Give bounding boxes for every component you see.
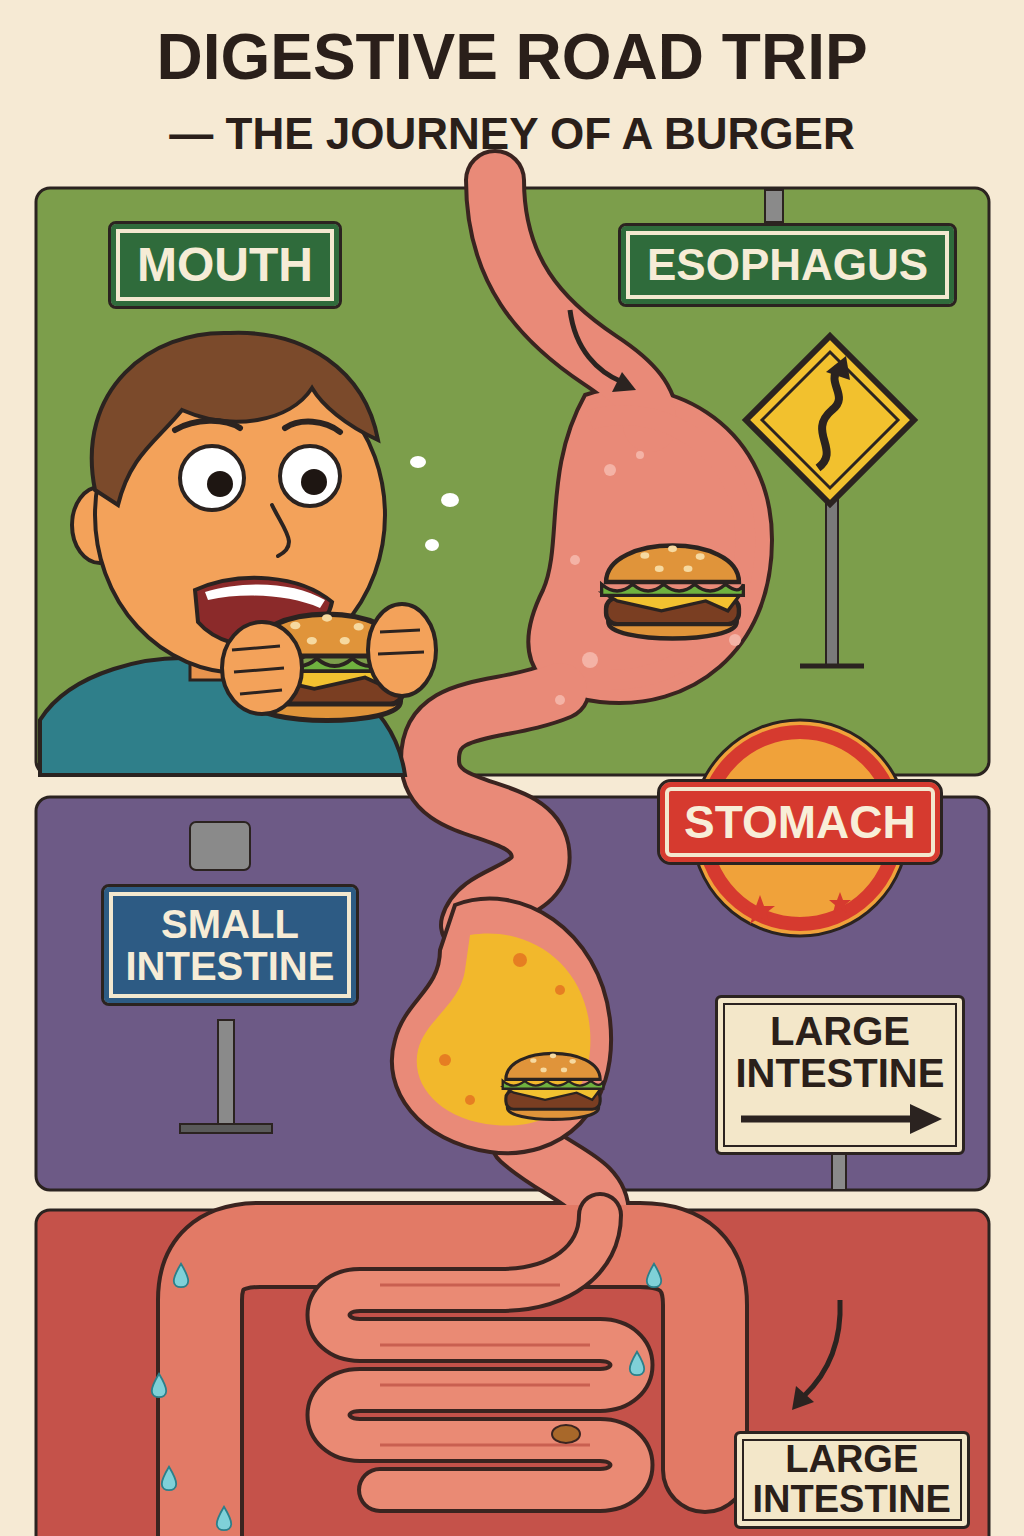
- curve-symbol: [818, 368, 839, 468]
- sign-text: STOMACH: [684, 798, 916, 846]
- bubble: [570, 555, 580, 565]
- teeth: [205, 584, 325, 608]
- sign-pole: [826, 480, 838, 666]
- sign-text: MOUTH: [137, 240, 313, 290]
- pouch-fill: [590, 415, 745, 680]
- small-intestine-outline: [329, 1215, 632, 1490]
- burger: [503, 1053, 604, 1119]
- eye: [280, 446, 340, 506]
- flow-arrow: [804, 1300, 840, 1396]
- stop-sign: STOMACH: [657, 779, 943, 865]
- flow-arrow-head: [792, 1386, 814, 1410]
- eye: [180, 446, 244, 510]
- road-sign: MOUTH: [108, 221, 342, 309]
- sign-text: LARGE INTESTINE: [736, 1010, 945, 1094]
- fingers: [232, 646, 284, 694]
- road-sign: ESOPHAGUS: [618, 223, 957, 307]
- intestine-panel: [36, 1210, 989, 1536]
- flow-arrow: [570, 310, 622, 382]
- crumb: [441, 493, 459, 507]
- crumb: [410, 456, 426, 468]
- direction-sign: LARGE INTESTINE: [715, 995, 966, 1155]
- star: [829, 892, 851, 913]
- sign-text: ESOPHAGUS: [647, 242, 928, 288]
- burger: [602, 546, 744, 639]
- title: DIGESTIVE ROAD TRIP: [0, 22, 1024, 92]
- eyebrow: [285, 422, 340, 432]
- water-drop: [647, 1264, 661, 1287]
- eyebrow: [175, 421, 240, 430]
- acid-bubble: [465, 1095, 475, 1105]
- acid-bubble: [555, 985, 565, 995]
- sign-post: [765, 190, 783, 222]
- sign-text: LARGE INTESTINE: [753, 1440, 951, 1520]
- flow-arrow-head: [612, 372, 636, 392]
- pupil: [301, 469, 327, 495]
- road-sign: LARGE INTESTINE: [734, 1431, 970, 1529]
- water-drop: [152, 1374, 166, 1397]
- hand: [368, 604, 436, 696]
- water-drop: [162, 1467, 176, 1490]
- arrow-symbol: [737, 1102, 944, 1136]
- road-sign: SMALL INTESTINE: [101, 884, 360, 1006]
- water-drop: [630, 1352, 644, 1375]
- nose: [272, 505, 289, 556]
- arrow-head: [910, 1104, 942, 1134]
- crumb: [425, 539, 439, 551]
- acid-bubble: [513, 953, 527, 967]
- star: [745, 895, 775, 924]
- sign-pole: [218, 1020, 234, 1128]
- waste-bit: [552, 1425, 580, 1443]
- curve-symbol-head: [826, 356, 850, 380]
- sign-text: SMALL INTESTINE: [126, 903, 335, 987]
- bubble: [729, 634, 741, 646]
- bubble: [604, 464, 616, 476]
- bubble: [636, 451, 644, 459]
- acid-bubble: [439, 1054, 451, 1066]
- fingers: [378, 630, 424, 654]
- sign-pole: [832, 1150, 846, 1190]
- road-sign: [746, 336, 914, 504]
- pole-base: [180, 1124, 272, 1133]
- pupil: [207, 471, 233, 497]
- bubble: [582, 652, 598, 668]
- stomach: [392, 899, 611, 1154]
- pole-base: [800, 664, 864, 669]
- subtitle: — THE JOURNEY OF A BURGER: [0, 110, 1024, 158]
- water-drop: [217, 1507, 231, 1530]
- small-intestine: [329, 1215, 632, 1490]
- hand: [222, 622, 302, 714]
- tube: [430, 690, 560, 925]
- bubble: [555, 695, 565, 705]
- sign-post: [190, 822, 250, 870]
- road-sign-inner: [762, 352, 898, 488]
- arrow-shaft: [741, 1116, 916, 1123]
- tube: [430, 690, 560, 925]
- water-drop: [174, 1264, 188, 1287]
- intestine-fold: [380, 1285, 590, 1445]
